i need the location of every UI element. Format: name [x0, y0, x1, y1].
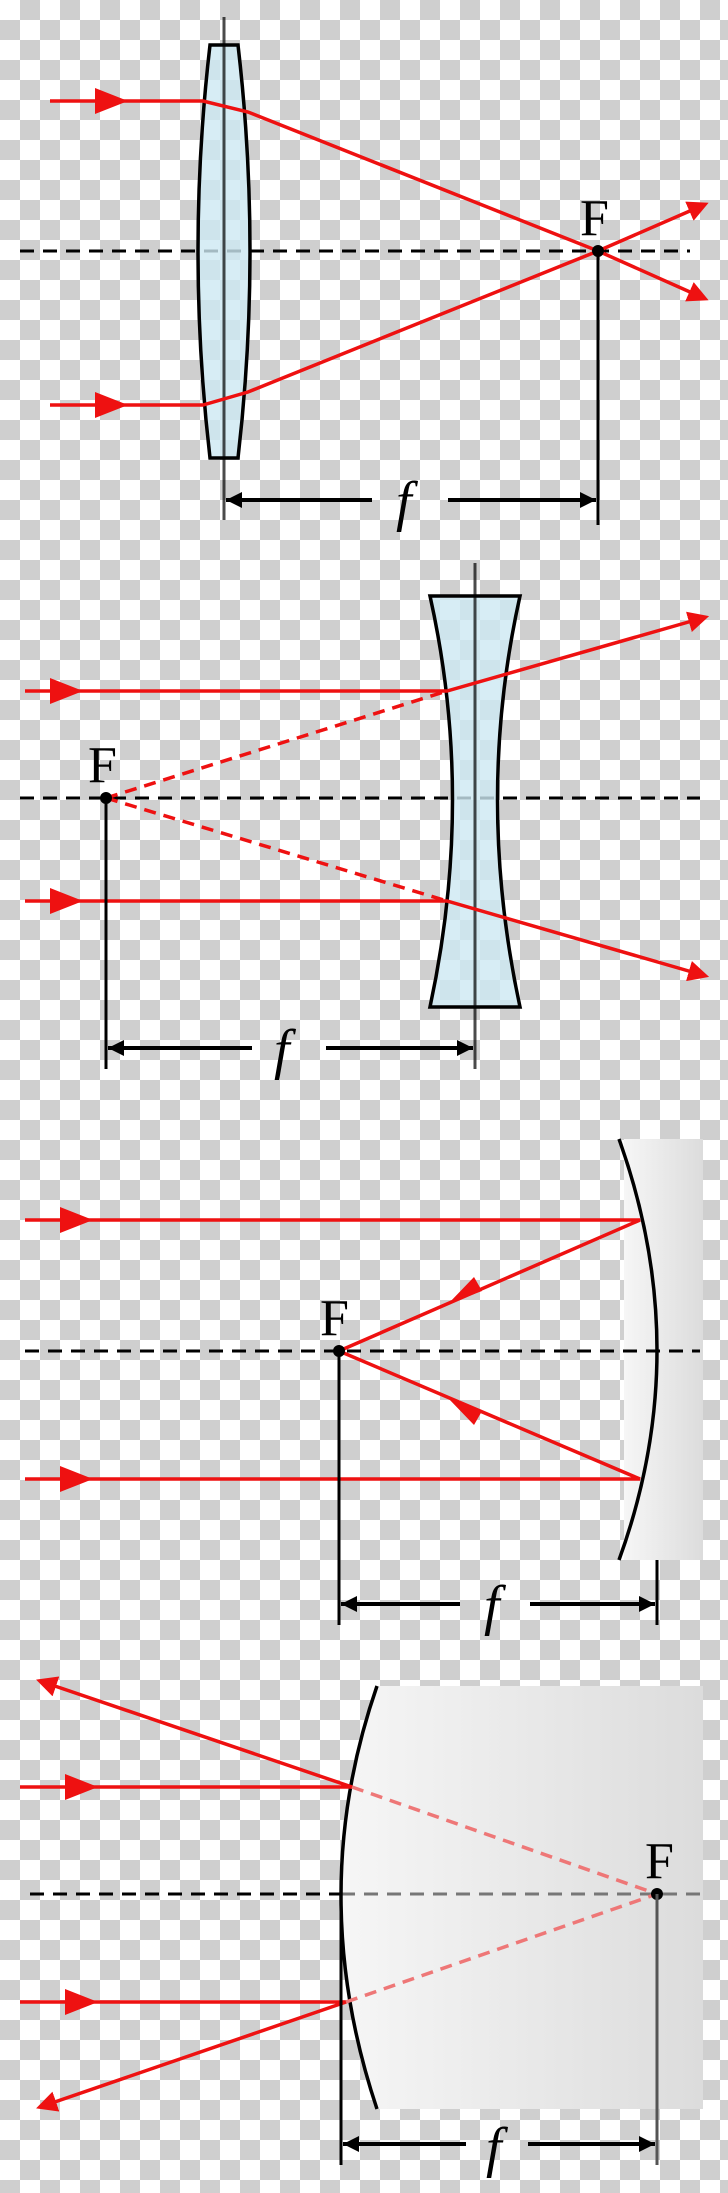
ray	[50, 249, 709, 407]
ray	[50, 99, 709, 253]
virtual-ray	[105, 689, 448, 800]
arrow-icon	[448, 1277, 482, 1425]
focus-label: F	[320, 1290, 349, 1347]
focus-label: F	[88, 737, 117, 794]
convex-mirror-panel: F f	[20, 1676, 705, 2179]
ray	[20, 1676, 353, 1789]
ray	[25, 1349, 641, 1481]
virtual-ray	[351, 1785, 658, 1896]
converging-lens-panel: F f	[20, 17, 709, 533]
concave-mirror	[617, 1138, 659, 1561]
focal-length-label: f	[486, 2117, 509, 2179]
ray	[25, 611, 710, 693]
mirror-body	[341, 1686, 703, 2109]
mirror-body	[624, 1139, 703, 1560]
ray	[20, 2000, 347, 2112]
ray	[25, 1218, 641, 1353]
arrow-icon	[95, 88, 128, 418]
virtual-ray	[105, 796, 448, 903]
diverging-lens-panel: F f	[20, 563, 710, 1081]
concave-mirror-panel: F f	[25, 1138, 703, 1637]
ray	[25, 899, 710, 982]
focus-label: F	[580, 190, 609, 247]
focal-length-label: f	[396, 471, 419, 533]
focal-length-label: f	[484, 1575, 507, 1637]
virtual-ray	[345, 1892, 658, 2004]
focal-length-label: f	[274, 1019, 297, 1081]
arrow-icon	[65, 1774, 98, 2015]
focus-label: F	[645, 1833, 674, 1890]
arrow-icon	[50, 678, 83, 914]
